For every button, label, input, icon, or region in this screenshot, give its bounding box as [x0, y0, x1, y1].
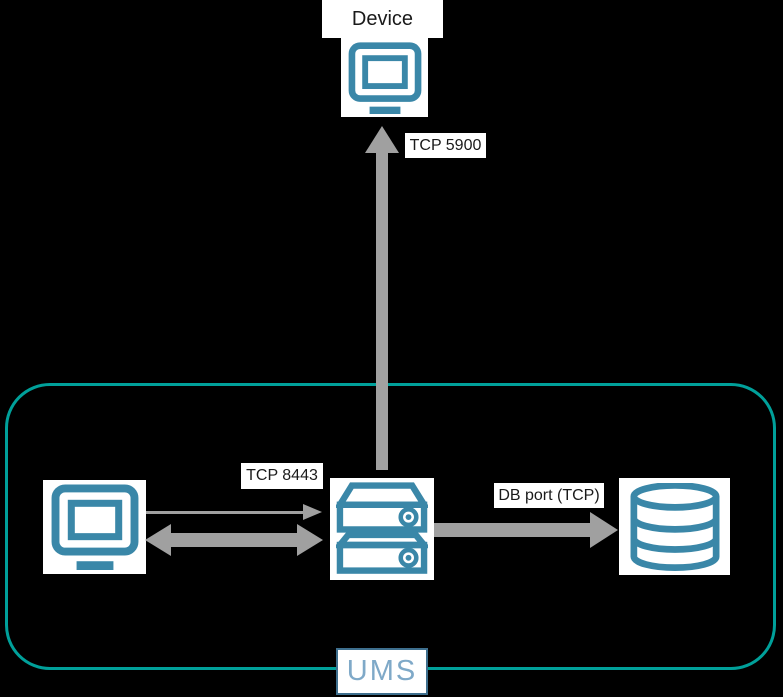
arrow-tcp5900-head [365, 126, 399, 153]
monitor-icon [51, 484, 139, 570]
tcp8443-text: TCP 8443 [246, 467, 318, 484]
arrow-dbport-head [590, 512, 618, 548]
server-icon [336, 481, 428, 577]
arrow-dbport-shaft [434, 523, 590, 537]
database-node [619, 478, 730, 575]
ums-badge-text: UMS [346, 655, 418, 687]
device-node [341, 38, 428, 117]
ums-server-node [330, 478, 434, 580]
connection-label-dbport: DB port (TCP) [494, 483, 604, 508]
arrow-tcp8443-line [146, 511, 304, 514]
connection-label-tcp5900: TCP 5900 [405, 133, 486, 158]
connection-label-tcp8443: TCP 8443 [241, 463, 323, 489]
arrow-bidirectional-shaft [171, 533, 297, 547]
console-node [43, 480, 146, 574]
device-node-label: Device [322, 0, 443, 38]
arrow-bidirectional-left-head [145, 524, 171, 556]
tcp5900-text: TCP 5900 [409, 136, 482, 154]
device-label-text: Device [351, 7, 414, 30]
monitor-icon [348, 41, 422, 114]
dbport-text: DB port (TCP) [498, 486, 600, 504]
database-icon [626, 482, 724, 571]
arrow-bidirectional-right-head [297, 524, 323, 556]
arrow-tcp5900-shaft [376, 152, 388, 470]
ums-badge: UMS [336, 648, 428, 695]
arrow-tcp8443-head [303, 504, 322, 520]
